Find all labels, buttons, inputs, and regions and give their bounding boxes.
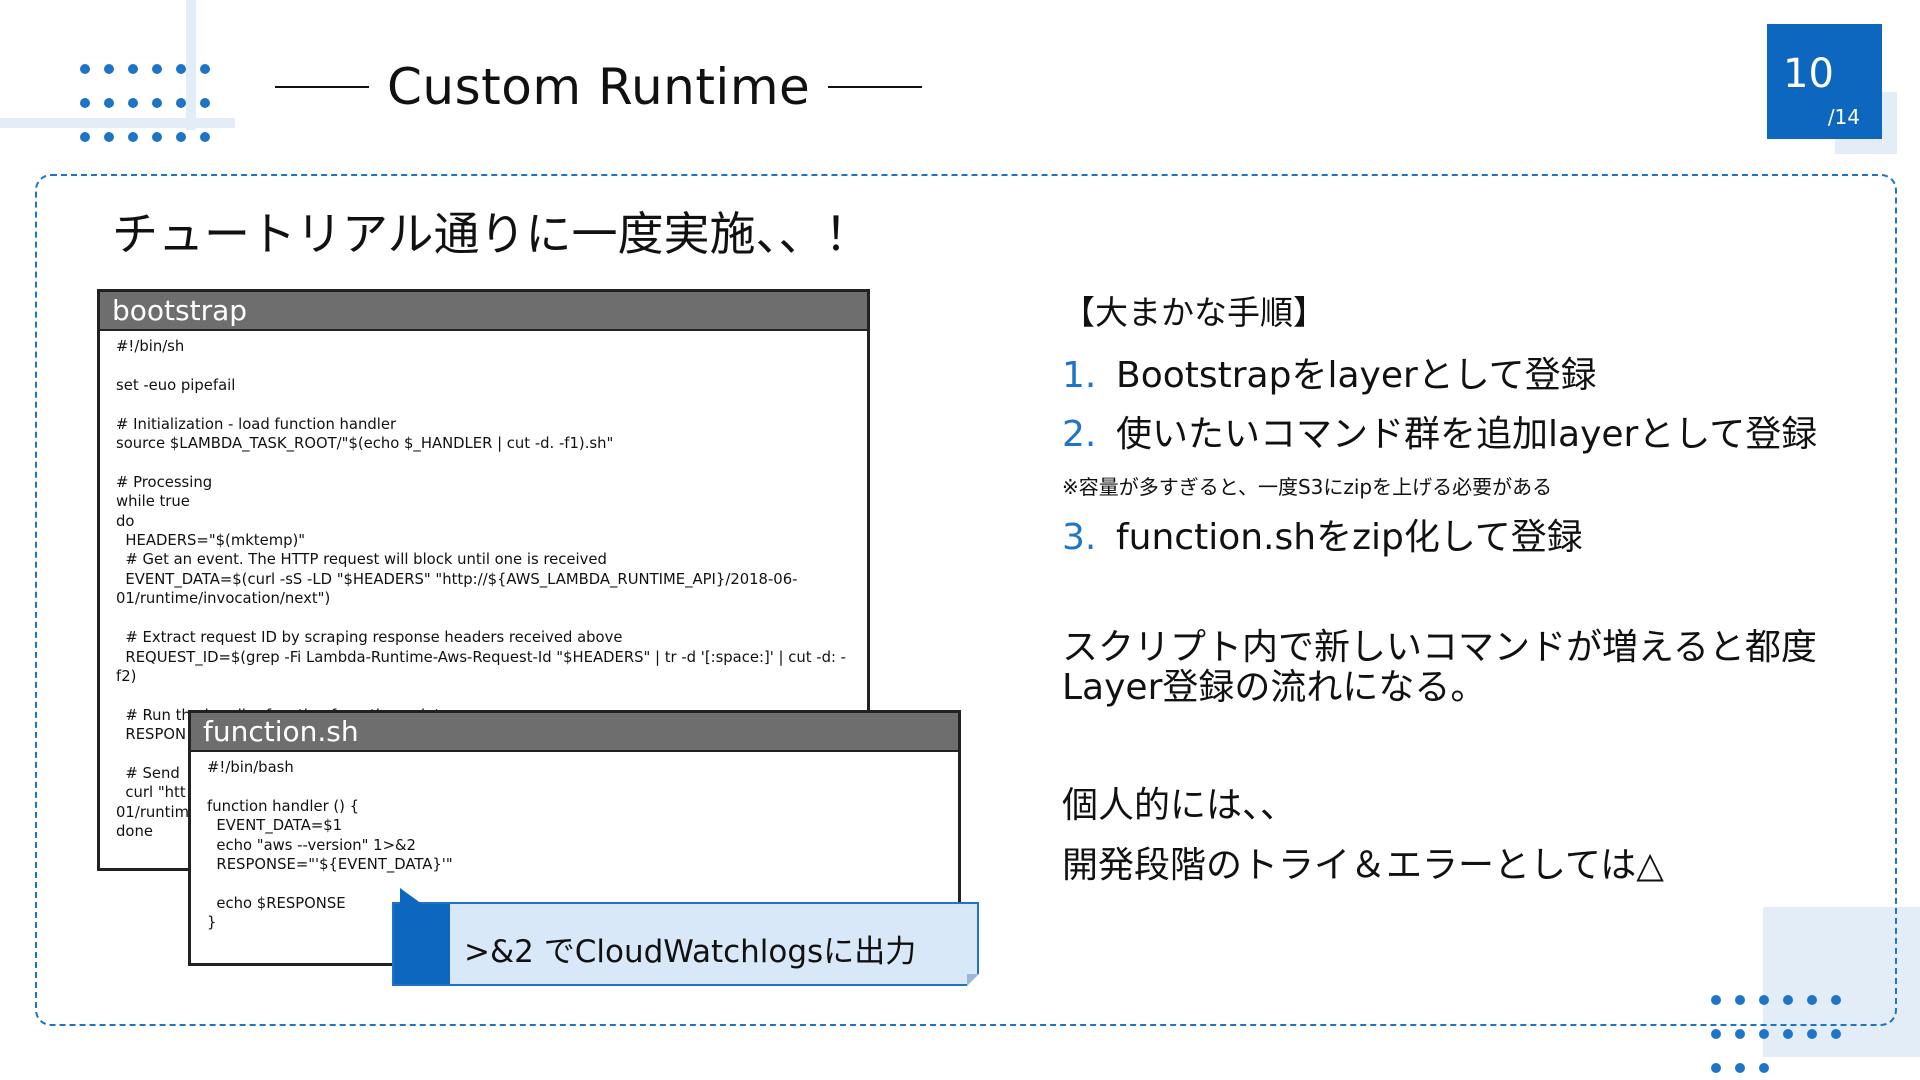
step-text: 使いたいコマンド群を追加layerとして登録: [1116, 414, 1818, 455]
callout-note: >&2 でCloudWatchlogsに出力: [392, 888, 979, 986]
paragraph-opinion-line2: 開発段階のトライ＆エラーとしては△: [1062, 845, 1664, 886]
step-number: 2.: [1062, 414, 1097, 455]
step-item: 3. function.shをzip化して登録: [1062, 508, 1583, 560]
paragraph-layer-registration: スクリプト内で新しいコマンドが増えると都度Layer登録の流れになる。: [1062, 627, 1817, 708]
paragraph-opinion-line1: 個人的には、、: [1062, 785, 1297, 826]
function-sh-code: #!/bin/bash function handler () { EVENT_…: [207, 759, 453, 932]
callout-tab: [400, 888, 422, 904]
step-item: 2. 使いたいコマンド群を追加layerとして登録: [1062, 405, 1817, 457]
decorative-vertical-line: [186, 0, 196, 130]
function-sh-window-title: function.sh: [191, 713, 958, 752]
decorative-dot-grid-bottom-right: [1711, 995, 1841, 1073]
page-number-badge: 10 /14: [1767, 24, 1882, 139]
slide-title-text: Custom Runtime: [387, 58, 811, 116]
bootstrap-window-title: bootstrap: [100, 292, 867, 331]
step-text: function.shをzip化して登録: [1116, 517, 1583, 558]
title-rule-left: [275, 86, 369, 88]
slide-title: Custom Runtime: [275, 52, 923, 122]
step-item: 1. Bootstrapをlayerとして登録: [1062, 346, 1597, 398]
step-note: ※容量が多すぎると、一度S3にzipを上げる必要がある: [1062, 475, 1553, 499]
decorative-horizontal-line: [0, 118, 235, 128]
bootstrap-code: #!/bin/sh set -euo pipefail # Initializa…: [116, 338, 846, 841]
step-number: 1.: [1062, 355, 1097, 396]
step-number: 3.: [1062, 517, 1097, 558]
slide-headline: チュートリアル通りに一度実施、、！: [112, 207, 871, 261]
callout-folded-corner: [967, 974, 979, 986]
callout-accent-bar: [394, 904, 450, 984]
decorative-dot-grid-top-left: [80, 64, 210, 142]
steps-heading: 【大まかな手順】: [1062, 293, 1326, 332]
title-rule-right: [828, 86, 923, 88]
callout-text: >&2 でCloudWatchlogsに出力: [464, 934, 917, 970]
content-frame: [35, 174, 1897, 1026]
page-current: 10: [1783, 51, 1834, 97]
page-total: /14: [1827, 105, 1860, 129]
step-text: Bootstrapをlayerとして登録: [1116, 355, 1597, 396]
